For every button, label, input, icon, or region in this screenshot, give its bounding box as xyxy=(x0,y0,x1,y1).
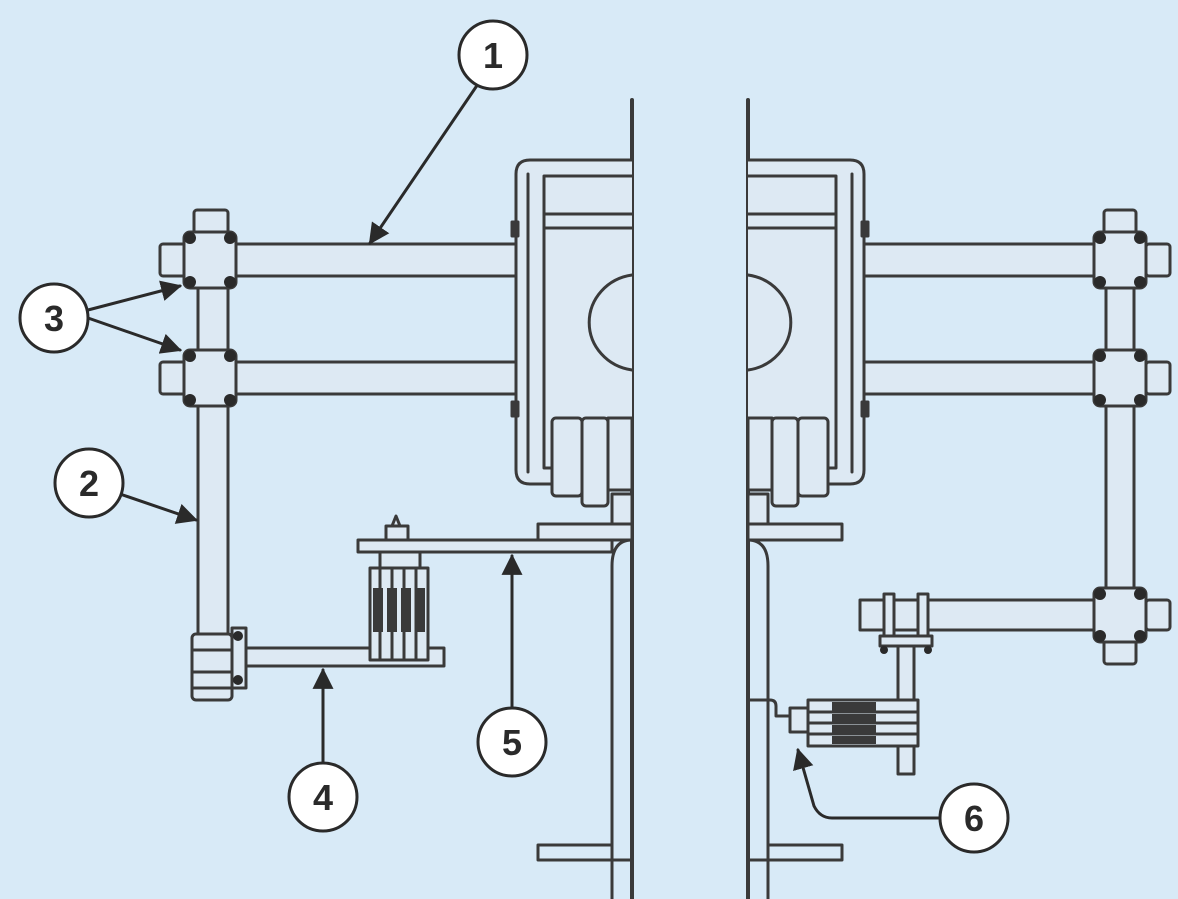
callout-1: 1 xyxy=(457,19,529,91)
center-guide-columns xyxy=(630,98,750,899)
leader-3a xyxy=(86,280,183,312)
leader-1 xyxy=(368,82,480,245)
leader-3b xyxy=(86,316,182,354)
callout-5-label: 5 xyxy=(502,722,522,763)
callout-6: 6 xyxy=(938,782,1010,854)
left-vertical-pipe xyxy=(190,208,248,702)
callout-3-label: 3 xyxy=(44,298,64,339)
right-horizontal-pipes xyxy=(858,242,1172,632)
left-insulator-assembly xyxy=(368,514,430,662)
callout-1-label: 1 xyxy=(483,35,503,76)
left-guide-shoe xyxy=(510,158,634,508)
callout-6-label: 6 xyxy=(964,798,984,839)
left-channel-bracket xyxy=(356,492,634,899)
callout-2: 2 xyxy=(53,447,125,519)
right-guide-shoe xyxy=(746,158,870,508)
right-channel-bracket xyxy=(746,492,844,899)
callout-2-label: 2 xyxy=(79,463,99,504)
callout-3: 3 xyxy=(18,282,90,354)
callout-4-label: 4 xyxy=(313,777,333,818)
callout-5: 5 xyxy=(476,706,548,778)
leader-2 xyxy=(118,492,198,524)
callout-4: 4 xyxy=(287,761,359,833)
leader-lines xyxy=(86,82,942,820)
left-cross-fittings xyxy=(182,230,243,685)
leader-6 xyxy=(793,747,942,820)
right-insulator-assembly xyxy=(746,698,920,748)
right-cross-fittings xyxy=(1092,230,1148,644)
